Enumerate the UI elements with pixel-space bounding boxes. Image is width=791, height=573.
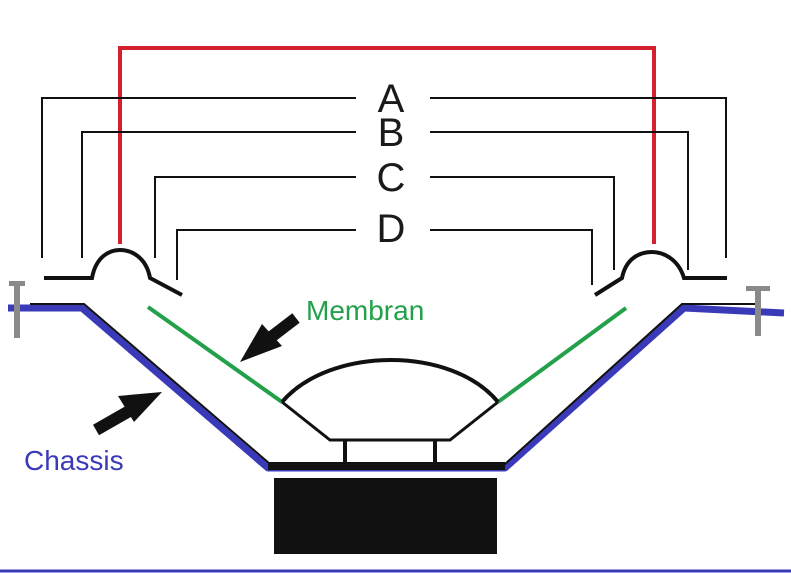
- dimension-a-line-right: [430, 97, 727, 258]
- dimension-a: A: [41, 77, 727, 258]
- chassis: [8, 304, 785, 472]
- membran-label: Membran: [306, 295, 424, 326]
- chassis-label: Chassis: [24, 445, 124, 476]
- dimension-d: D: [176, 207, 593, 285]
- red-dimension-line: [118, 46, 656, 244]
- dimension-c-label: C: [377, 156, 406, 200]
- dimension-b-line-right: [430, 131, 689, 270]
- dimension-c-line-left: [154, 176, 356, 258]
- top-plate: [268, 462, 505, 470]
- dimension-c: C: [154, 156, 615, 270]
- surround-right: [593, 249, 727, 297]
- dust-cap: [280, 358, 500, 404]
- voice-coil-former: [281, 400, 499, 442]
- surround-left: [44, 247, 183, 297]
- screw-icon: [9, 281, 25, 338]
- arrow-icon: [240, 313, 300, 362]
- dimension-b-label: B: [378, 111, 405, 155]
- arrow-icon: [93, 392, 162, 436]
- membran-right: [496, 306, 628, 404]
- dimension-c-line-right: [430, 176, 615, 270]
- membran-left: [146, 305, 284, 404]
- dimension-d-label: D: [377, 207, 406, 251]
- screw-icon: [746, 286, 770, 336]
- magnet-icon: [274, 478, 497, 554]
- dimension-b: B: [81, 111, 689, 270]
- dimension-b-line-left: [81, 131, 356, 258]
- dimension-a-line-left: [41, 97, 356, 258]
- dimension-a-label: A: [378, 77, 405, 121]
- dimension-d-line-left: [176, 229, 356, 280]
- dimension-d-line-right: [430, 229, 593, 285]
